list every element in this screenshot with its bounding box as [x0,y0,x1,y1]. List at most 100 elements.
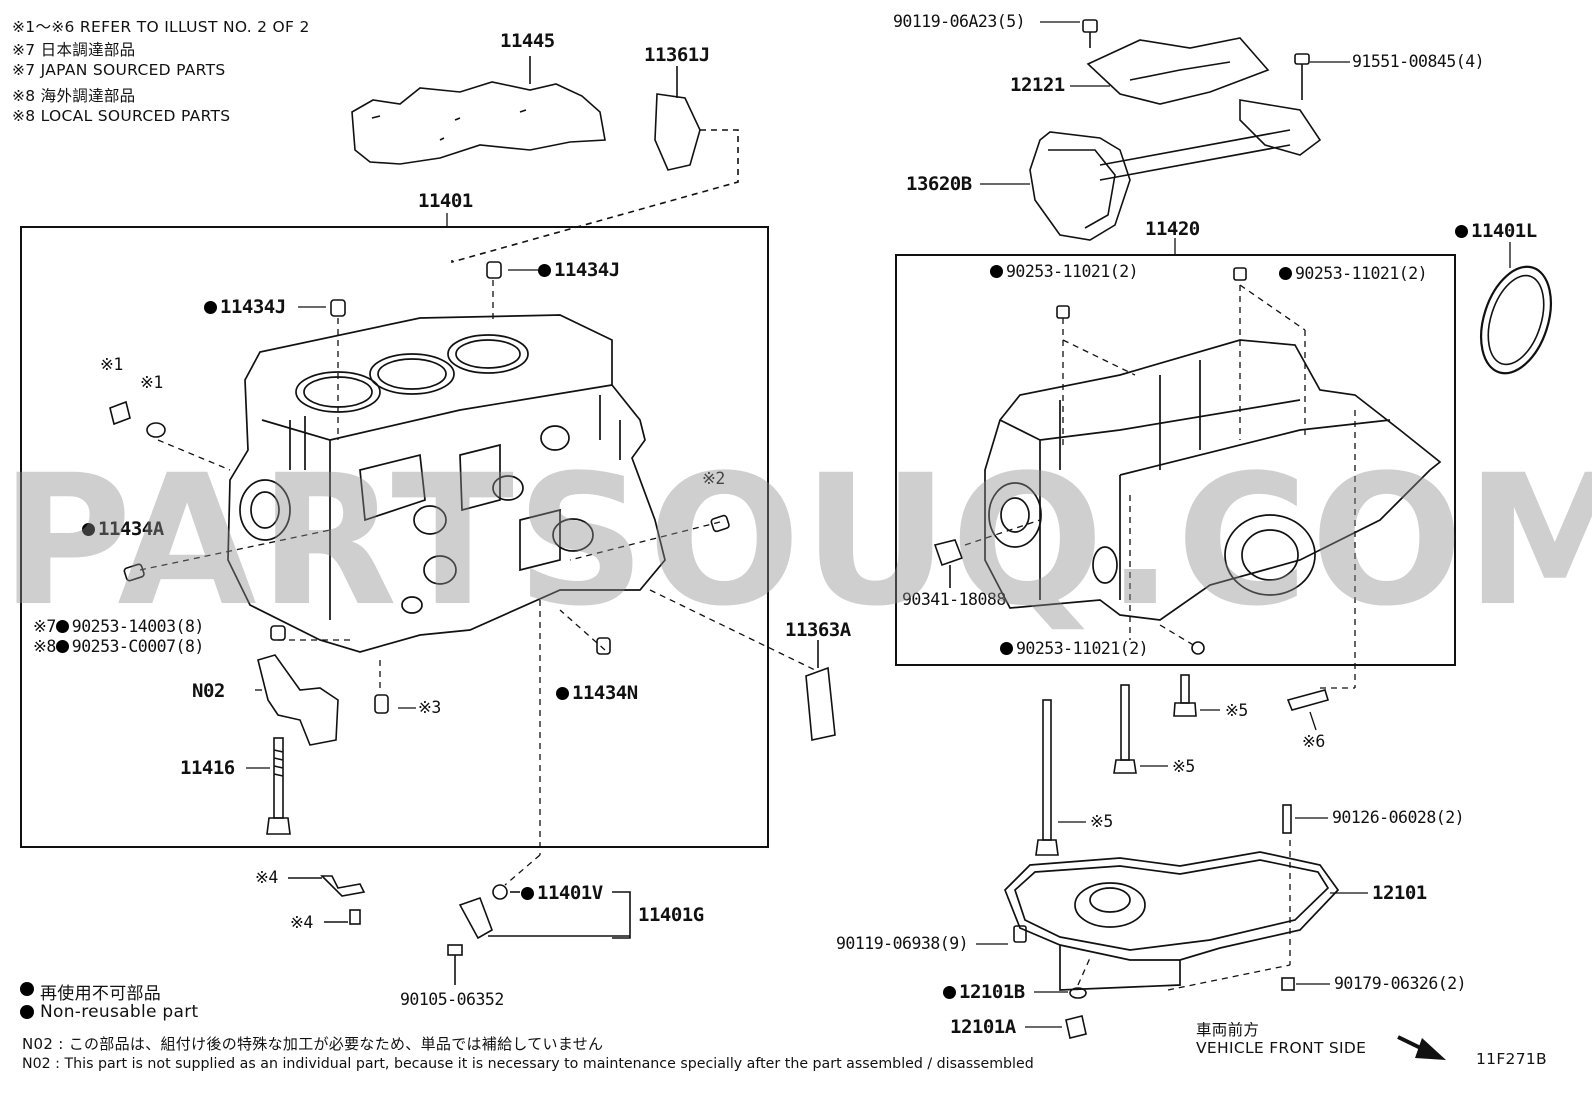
label-11401V[interactable]: 11401V [521,882,603,904]
label-11361J[interactable]: 11361J [644,44,710,66]
label-ref-5c: ※5 [1090,812,1113,831]
vehicle-front-arrow [1397,1035,1446,1060]
bearing-cap-N02 [257,654,339,746]
vehicle-front-ja: 車両前方 [1196,1021,1260,1039]
label-12101B[interactable]: 12101B [943,981,1025,1003]
header-note-1: ※1～※6 REFER TO ILLUST NO. 2 OF 2 [12,18,310,36]
part-11401G [458,896,493,940]
label-ref-3: ※3 [418,698,441,717]
dowel-11434J-a [486,261,502,279]
plug-r1a [109,400,131,426]
label-ref-5b: ※5 [1172,757,1195,776]
illustration-code: 11F271B [1476,1050,1547,1068]
label-11401[interactable]: 11401 [418,190,473,212]
legend-non-reusable-en: Non-reusable part [40,1002,199,1022]
label-11434J-a[interactable]: 11434J [538,259,620,281]
footnote-n02-ja: N02 : この部品は、組付け後の特殊な加工が必要なため、単品では補給していませ… [22,1035,604,1053]
non-reusable-dot [943,986,956,999]
label-13620B[interactable]: 13620B [906,173,972,195]
oil-seal-11401L [1480,265,1552,375]
non-reusable-dot [521,887,534,900]
legend-non-reusable-ja: 再使用不可部品 [40,984,162,1004]
label-ref-2: ※2 [702,469,725,488]
label-91551-00845[interactable]: 91551-00845(4) [1352,52,1485,71]
label-ref-4a: ※4 [255,868,278,887]
bearing-b [1233,267,1247,281]
non-reusable-dot [204,301,217,314]
label-ref-5a: ※5 [1225,701,1248,720]
header-note-2: ※7 日本調達部品 [12,41,136,59]
bolt-11416 [266,737,291,835]
bolts-right [1035,674,1330,991]
oil-pan-12101 [1004,851,1340,991]
vehicle-front-en: VEHICLE FRONT SIDE [1196,1039,1367,1057]
dowel-11434A [123,563,145,582]
non-reusable-dot [1455,225,1468,238]
non-reusable-dot [990,265,1003,278]
label-11434J-b[interactable]: 11434J [204,296,286,318]
bolt-90119-06938 [1013,925,1027,943]
drain-plug-12101A [1065,1015,1087,1039]
label-90119-06A23[interactable]: 90119-06A23(5) [893,12,1026,31]
dowel-r3 [374,694,389,714]
sensor-r4a [320,875,366,897]
label-11363A[interactable]: 11363A [785,619,851,641]
non-reusable-dot [55,640,69,653]
bearing-a [1056,305,1070,319]
label-ref-1b: ※1 [140,373,163,392]
label-12101A[interactable]: 12101A [950,1016,1016,1038]
bolt-r4b [349,909,361,925]
plug-90341 [933,539,964,567]
label-11416[interactable]: 11416 [180,757,235,779]
non-reusable-dot [556,687,569,700]
label-11401G[interactable]: 11401G [638,904,704,926]
header-note-5: ※8 LOCAL SOURCED PARTS [12,107,231,125]
dowel-11434N [596,637,611,655]
part-11361J [654,93,701,171]
legend-dot-en [20,1005,34,1019]
oil-seal-inner [1487,274,1545,366]
bolt-90105 [447,944,463,956]
label-90126-06028[interactable]: 90126-06028(2) [1332,808,1465,827]
legend-dot-ja [20,982,34,996]
label-90253-11021-c[interactable]: 90253-11021(2) [1000,639,1149,658]
label-11434A[interactable]: 11434A [82,518,164,540]
label-90119-06938[interactable]: 90119-06938(9) [836,934,969,953]
non-reusable-dot [82,523,95,536]
oil-pump-assembly [1029,19,1322,241]
ring-r1b [146,422,166,438]
dowel-11434J-b [330,299,346,317]
label-12121[interactable]: 12121 [1010,74,1065,96]
label-90341-18088[interactable]: 90341-18088 [902,590,1006,609]
label-90179-06326[interactable]: 90179-06326(2) [1334,974,1467,993]
bearing-c [1191,641,1205,655]
part-11363A [805,666,836,741]
label-90253-11021-a[interactable]: 90253-11021(2) [990,262,1139,281]
label-ref-1a: ※1 [100,355,123,374]
dowel-r2 [710,514,730,533]
non-reusable-dot [538,264,551,277]
label-11434N[interactable]: 11434N [556,682,638,704]
label-ref-6: ※6 [1302,732,1325,751]
label-90105-06352[interactable]: 90105-06352 [400,990,504,1009]
label-12101[interactable]: 12101 [1372,882,1427,904]
label-ref-4b: ※4 [290,913,313,932]
cylinder-block [227,314,666,653]
label-90253-11021-b[interactable]: 90253-11021(2) [1279,264,1428,283]
non-reusable-dot [1279,267,1292,280]
insulator-11445 [351,81,606,165]
header-note-3: ※7 JAPAN SOURCED PARTS [12,61,226,79]
oring-11401V [492,884,508,900]
label-11401L[interactable]: 11401L [1455,220,1537,242]
label-11420[interactable]: 11420 [1145,218,1200,240]
cylinder-block-group-box [20,226,769,848]
label-N02[interactable]: N02 [192,680,225,702]
footnote-n02-en: N02 : This part is not supplied as an in… [22,1056,1034,1072]
non-reusable-dot [1000,642,1013,655]
gasket-12101B [1069,987,1087,999]
label-11445[interactable]: 11445 [500,30,555,52]
bearing-90253 [270,625,286,641]
